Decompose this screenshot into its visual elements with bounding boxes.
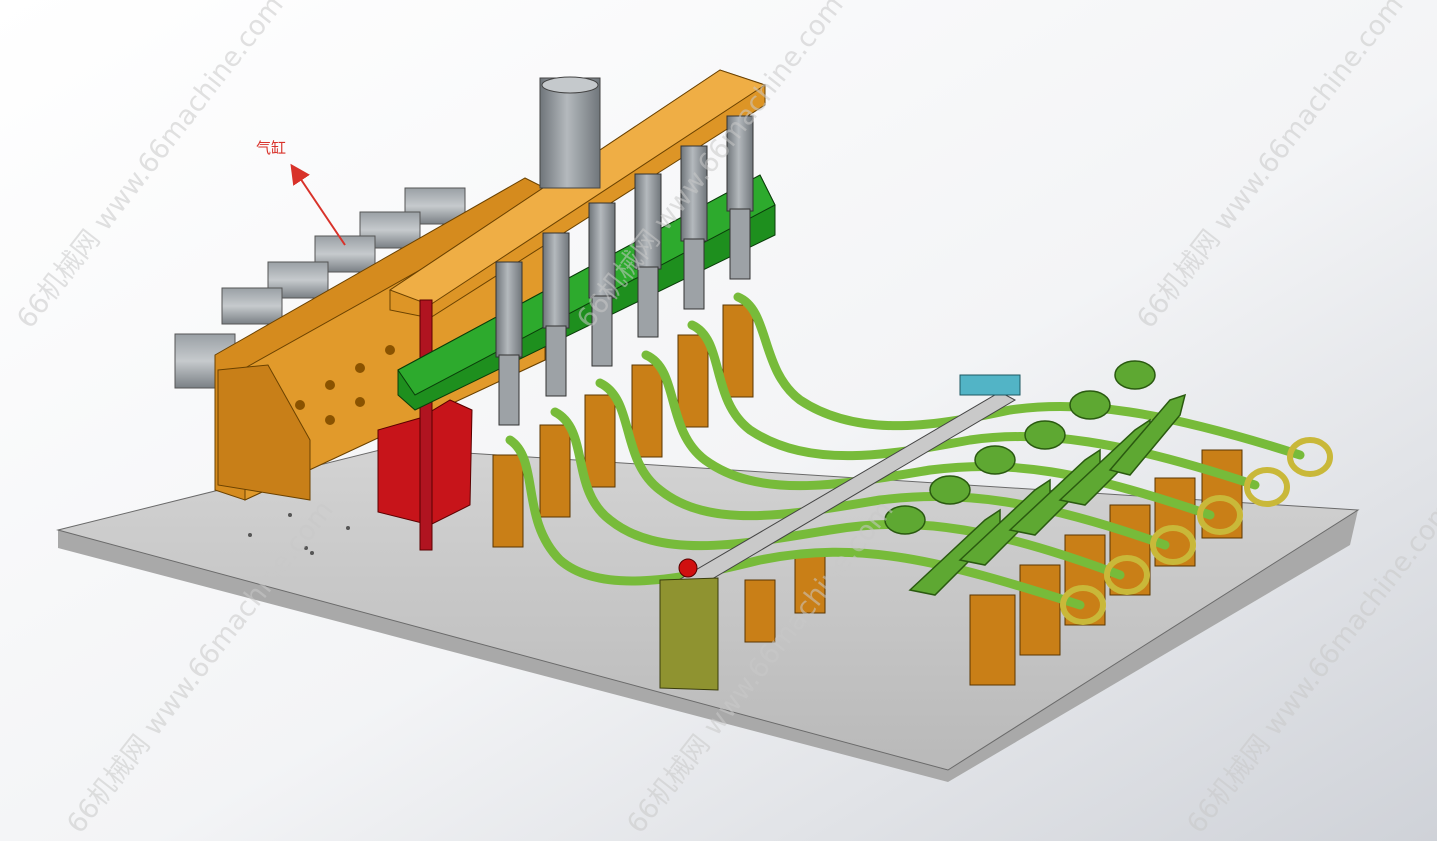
cylinder-callout: 气缸 (256, 139, 346, 246)
vertical-press-cylinders (495, 115, 754, 426)
callout-label: 气缸 (256, 139, 286, 157)
green-hook-brackets (884, 360, 1187, 596)
ring-terminals (1060, 437, 1333, 625)
guide-rail (659, 374, 1021, 691)
orange-support-blocks (492, 304, 1243, 686)
callout-arrow (290, 163, 346, 246)
top-crossbar (388, 69, 767, 319)
horizontal-cylinder-array (174, 187, 466, 389)
